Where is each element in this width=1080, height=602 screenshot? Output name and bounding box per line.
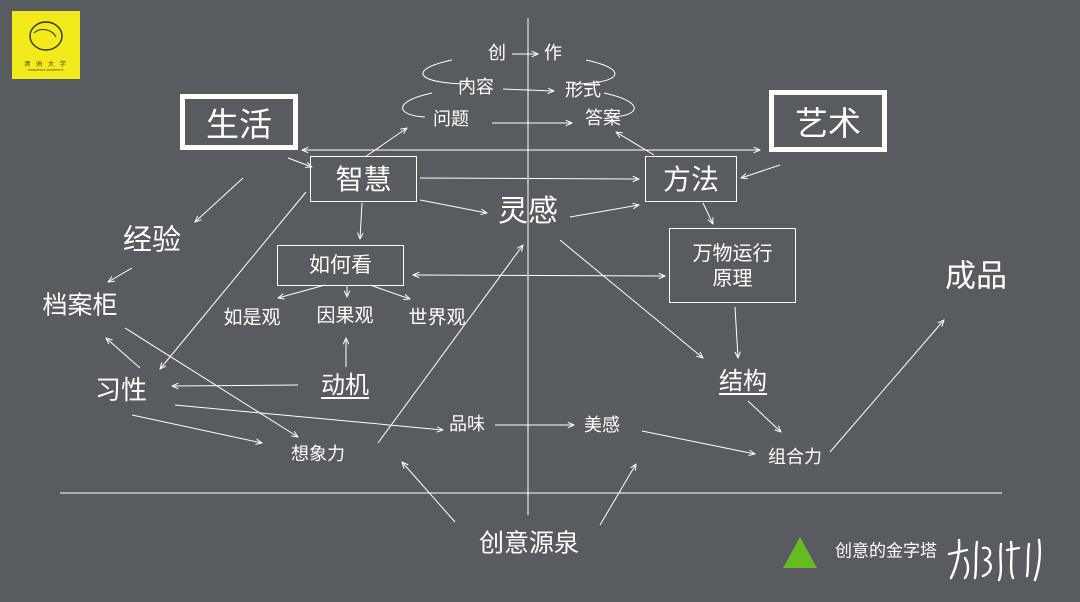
life-node: 生活 bbox=[180, 94, 298, 150]
causality-view-label: 因果观 bbox=[316, 304, 374, 327]
principle-node: 万物运行原理 bbox=[669, 228, 796, 303]
wisdom-node: 智慧 bbox=[310, 156, 417, 202]
arrow-wisdom-habit bbox=[160, 191, 307, 369]
motive-label: 动机 bbox=[321, 371, 369, 399]
arrow-experience-archive bbox=[108, 267, 133, 282]
logo-subtitle: MINGZHOU UNIVERSITY bbox=[28, 68, 64, 72]
arrow-wisdom-howtosee bbox=[360, 202, 362, 239]
source-label: 创意源泉 bbox=[478, 528, 580, 558]
line-howtosee-principle bbox=[413, 275, 665, 276]
product-label: 成品 bbox=[945, 258, 1007, 295]
brand-logo: 溟 洲 大 学 MINGZHOU UNIVERSITY bbox=[12, 11, 80, 79]
spiral-work: 作 bbox=[544, 43, 562, 64]
arrow-source-imagination bbox=[402, 462, 456, 523]
arrow-combination-product bbox=[829, 320, 944, 453]
arrow-aesthetic-combination bbox=[641, 430, 755, 454]
spiral-question: 问题 bbox=[433, 109, 469, 130]
arrow-life-experience bbox=[195, 177, 244, 222]
arrow-method-principle bbox=[702, 202, 713, 224]
aesthetic-label: 美感 bbox=[584, 415, 620, 436]
art-label: 艺术 bbox=[774, 95, 882, 147]
arrow-howtosee-world bbox=[369, 284, 410, 299]
method-node: 方法 bbox=[645, 156, 737, 202]
inspiration-label: 灵感 bbox=[498, 194, 558, 229]
arrow-imagination-inspiration bbox=[377, 245, 523, 444]
habit-label: 习性 bbox=[94, 376, 148, 406]
arrow-wisdom-method bbox=[419, 178, 639, 179]
arrow-motive-habit bbox=[172, 385, 299, 386]
arrow-structure-combination bbox=[747, 400, 781, 432]
arrow-inspiration-structure bbox=[559, 239, 703, 358]
arrow-method-answer bbox=[616, 132, 655, 156]
world-view-label: 世界观 bbox=[408, 306, 466, 329]
spiral-answer: 答案 bbox=[585, 108, 621, 129]
experience-label: 经验 bbox=[122, 222, 182, 257]
green-triangle-icon bbox=[783, 537, 817, 568]
spiral-create: 创 bbox=[488, 43, 506, 64]
spiral-form: 形式 bbox=[565, 80, 601, 101]
legend-label: 创意的金字塔 bbox=[835, 541, 937, 562]
spiral-content: 内容 bbox=[458, 77, 494, 98]
life-label: 生活 bbox=[185, 99, 293, 145]
arrow-habit-archive bbox=[106, 338, 141, 369]
arrow-howtosee-asis bbox=[278, 284, 326, 298]
arrow-principle-structure bbox=[735, 306, 738, 358]
arrow-life-wisdom bbox=[287, 157, 312, 167]
arrow-habit-imagination bbox=[131, 414, 262, 443]
spiral-ellipse-1 bbox=[422, 59, 616, 85]
arrow-archive-imagination bbox=[124, 327, 298, 437]
combination-label: 组合力 bbox=[768, 447, 822, 468]
art-node: 艺术 bbox=[769, 90, 887, 152]
structure-label: 结构 bbox=[719, 367, 767, 395]
arrow-inspiration-method bbox=[569, 205, 639, 218]
logo-name: 溟 洲 大 学 bbox=[24, 61, 68, 68]
how-to-see-node: 如何看 bbox=[277, 245, 404, 286]
arrow-art-method bbox=[741, 164, 781, 178]
arrow-habit-taste bbox=[174, 404, 443, 430]
spiral-ellipse-2 bbox=[402, 92, 635, 118]
circle-swirl-logo-icon bbox=[29, 21, 63, 51]
as-is-view-label: 如是观 bbox=[223, 306, 281, 329]
archive-label: 档案柜 bbox=[42, 290, 118, 320]
arrow-source-aesthetic bbox=[599, 464, 636, 526]
arrow-wisdom-inspiration bbox=[419, 199, 487, 213]
taste-label: 品味 bbox=[449, 414, 485, 435]
arrow-content-form bbox=[502, 89, 554, 91]
arrow-wisdom-question bbox=[364, 128, 407, 158]
handwritten-signature-icon bbox=[947, 538, 1041, 582]
imagination-label: 想象力 bbox=[291, 444, 345, 465]
